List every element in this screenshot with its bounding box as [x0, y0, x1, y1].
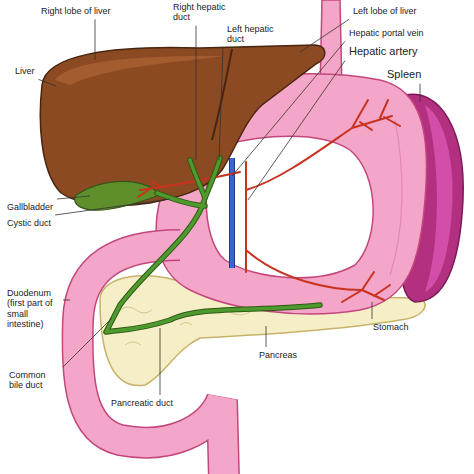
liver-lobe-line	[212, 49, 232, 140]
spleen-shade	[425, 105, 453, 292]
part-label: Spleen	[386, 68, 422, 81]
part-label: Left hepatic duct	[226, 24, 280, 45]
part-label: Duodenum (first part of small intestine)	[6, 288, 60, 329]
part-label: Common bile duct	[8, 370, 60, 391]
leader-line	[95, 19, 96, 60]
leader-line	[420, 84, 421, 102]
part-label: Pancreatic duct	[110, 398, 174, 408]
leader-line	[63, 300, 70, 301]
part-label: Right lobe of liver	[40, 6, 112, 16]
leader-line	[300, 19, 349, 52]
liver-shape	[40, 45, 325, 205]
leader-line	[160, 328, 161, 395]
part-label: Hepatic portal vein	[348, 28, 425, 38]
part-label: Hepatic artery	[348, 45, 418, 58]
leader-line	[248, 61, 345, 200]
leader-line	[372, 302, 373, 319]
leader-line	[219, 48, 223, 160]
bile-ducts	[106, 158, 320, 332]
leader-line	[57, 196, 90, 199]
part-label: Cystic duct	[6, 218, 52, 228]
part-label: Stomach	[372, 322, 410, 332]
leader-line	[63, 318, 112, 367]
leader-line	[55, 199, 170, 215]
part-label: Left lobe of liver	[352, 6, 418, 16]
part-label: Right hepatic duct	[172, 2, 230, 23]
liver-highlight	[55, 56, 225, 85]
leader-line	[196, 26, 197, 160]
leader-line	[39, 79, 56, 86]
leader-line	[232, 41, 345, 176]
stomach-fold	[390, 120, 402, 275]
gallbladder-shape	[75, 181, 157, 210]
bile-ducts-outline	[106, 158, 320, 332]
duodenum-tube	[78, 245, 224, 474]
part-label: Gallbladder	[6, 202, 54, 212]
part-label: Pancreas	[258, 350, 298, 360]
leader-line	[266, 326, 267, 347]
duodenum-outline	[78, 245, 224, 474]
part-label: Liver	[14, 66, 36, 76]
